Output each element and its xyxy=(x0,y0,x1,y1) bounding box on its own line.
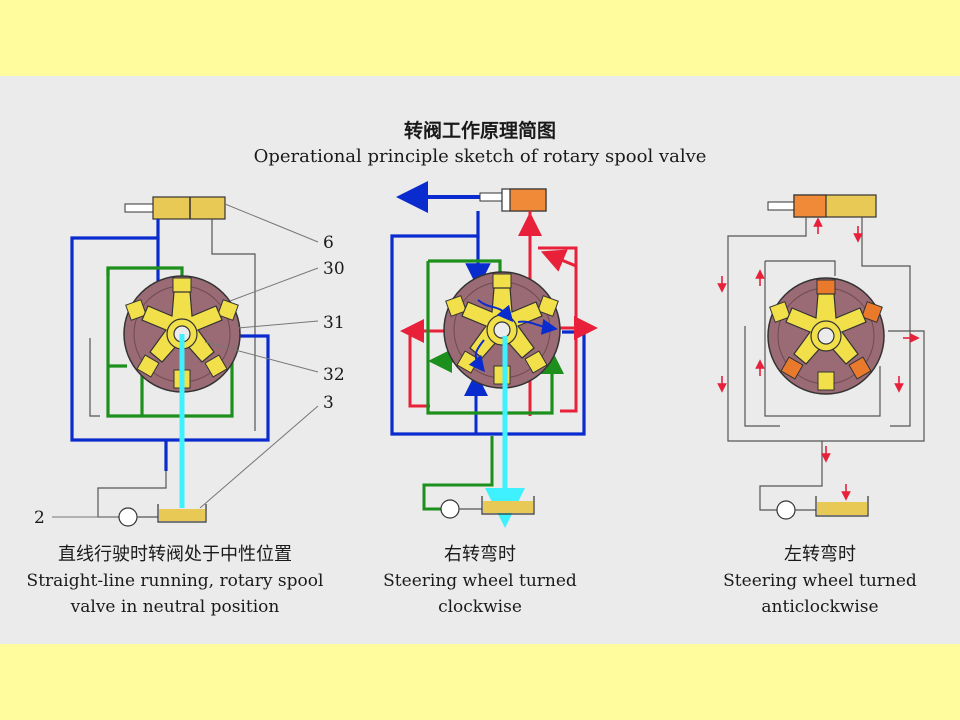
rotor-middle xyxy=(443,271,561,389)
caption-english: Steering wheel turned xyxy=(383,571,577,591)
callout-label: 6 xyxy=(323,233,334,253)
caption-chinese: 直线行驶时转阀处于中性位置 xyxy=(58,544,292,565)
caption-english: clockwise xyxy=(438,597,522,617)
oil-reservoir xyxy=(817,502,867,515)
rotary-valve-diagram: 6 30 31 32 3 2 xyxy=(34,181,925,528)
clockwise-turn-diagram xyxy=(390,181,598,528)
caption-english: anticlockwise xyxy=(761,597,879,617)
diagram-title-english: Operational principle sketch of rotary s… xyxy=(253,146,707,167)
caption-english: Straight-line running, rotary spool xyxy=(26,571,324,591)
caption-neutral: 直线行驶时转阀处于中性位置 Straight-line running, rot… xyxy=(10,542,340,620)
power-cylinder xyxy=(152,196,226,220)
diagram-title-chinese: 转阀工作原理简图 xyxy=(403,120,556,142)
caption-clockwise: 右转弯时 Steering wheel turned clockwise xyxy=(360,542,600,620)
caption-chinese: 左转弯时 xyxy=(784,544,856,565)
rotor-right xyxy=(767,277,885,395)
bottom-yellow-band xyxy=(0,644,960,720)
caption-chinese: 右转弯时 xyxy=(444,544,516,565)
piston-rod xyxy=(124,203,154,213)
caption-english: valve in neutral position xyxy=(70,597,280,617)
callout-label: 2 xyxy=(34,508,45,528)
oil-reservoir xyxy=(159,509,205,521)
caption-english: Steering wheel turned xyxy=(723,571,917,591)
oil-reservoir xyxy=(483,501,533,513)
flow-arrows xyxy=(717,217,920,501)
callout-label: 30 xyxy=(323,259,345,279)
pump-icon xyxy=(440,499,460,519)
pump-icon xyxy=(118,507,138,527)
callout-label: 31 xyxy=(323,313,345,333)
hydraulic-circuit xyxy=(727,217,925,511)
return-line xyxy=(428,259,502,276)
caption-anticlockwise: 左转弯时 Steering wheel turned anticlockwise xyxy=(700,542,940,620)
neutral-position-diagram: 6 30 31 32 3 2 xyxy=(34,196,345,528)
anticlockwise-turn-diagram xyxy=(717,194,925,520)
callout-label: 3 xyxy=(323,393,334,413)
callout-label: 32 xyxy=(323,365,345,385)
top-yellow-band xyxy=(0,0,960,76)
pump-icon xyxy=(776,500,796,520)
